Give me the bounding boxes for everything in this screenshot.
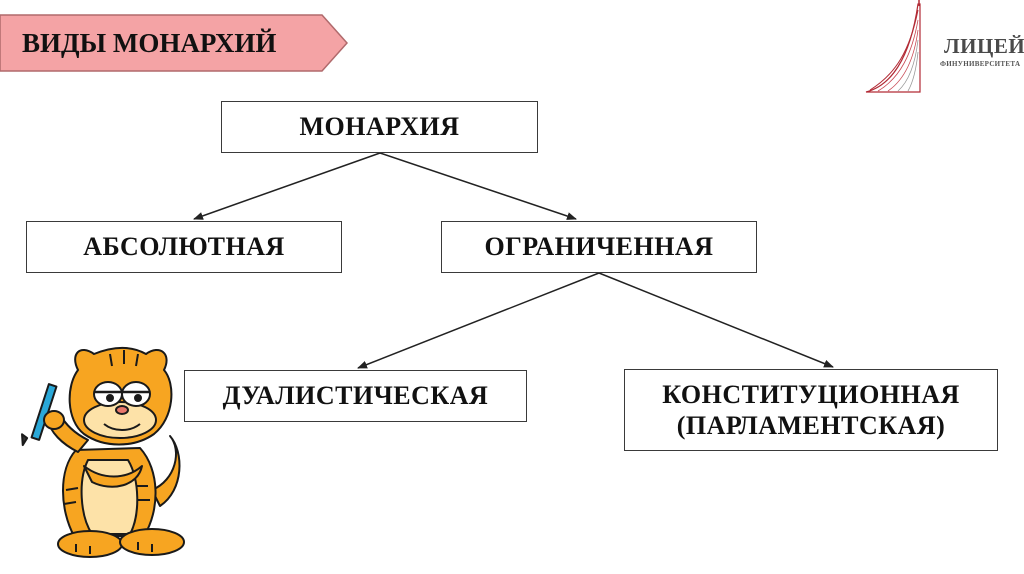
edge-monarchy-limited — [379, 152, 577, 220]
node-constitutional: КОНСТИТУЦИОННАЯ (ПАРЛАМЕНТСКАЯ) — [624, 369, 998, 451]
page-title: ВИДЫ МОНАРХИЙ — [22, 28, 277, 58]
title-banner: ВИДЫ МОНАРХИЙ — [0, 14, 348, 72]
node-limited: ОГРАНИЧЕННАЯ — [441, 221, 757, 273]
cartoon-cat-with-pencil-icon — [21, 347, 185, 558]
edge-monarchy-absolute — [193, 152, 381, 220]
logo-spire-icon — [865, 0, 921, 93]
logo-subtitle: ФИНУНИВЕРСИТЕТА — [940, 60, 1021, 68]
logo-name: ЛИЦЕЙ — [944, 34, 1024, 58]
lyceum-logo: ЛИЦЕЙ ФИНУНИВЕРСИТЕТА — [860, 0, 1024, 100]
title-banner-shape — [0, 14, 348, 72]
node-absolute: АБСОЛЮТНАЯ — [26, 221, 342, 273]
node-monarchy: МОНАРХИЯ — [221, 101, 538, 153]
edge-limited-dualistic — [357, 272, 600, 369]
edge-limited-constitutional — [598, 272, 834, 368]
node-dualistic: ДУАЛИСТИЧЕСКАЯ — [184, 370, 527, 422]
